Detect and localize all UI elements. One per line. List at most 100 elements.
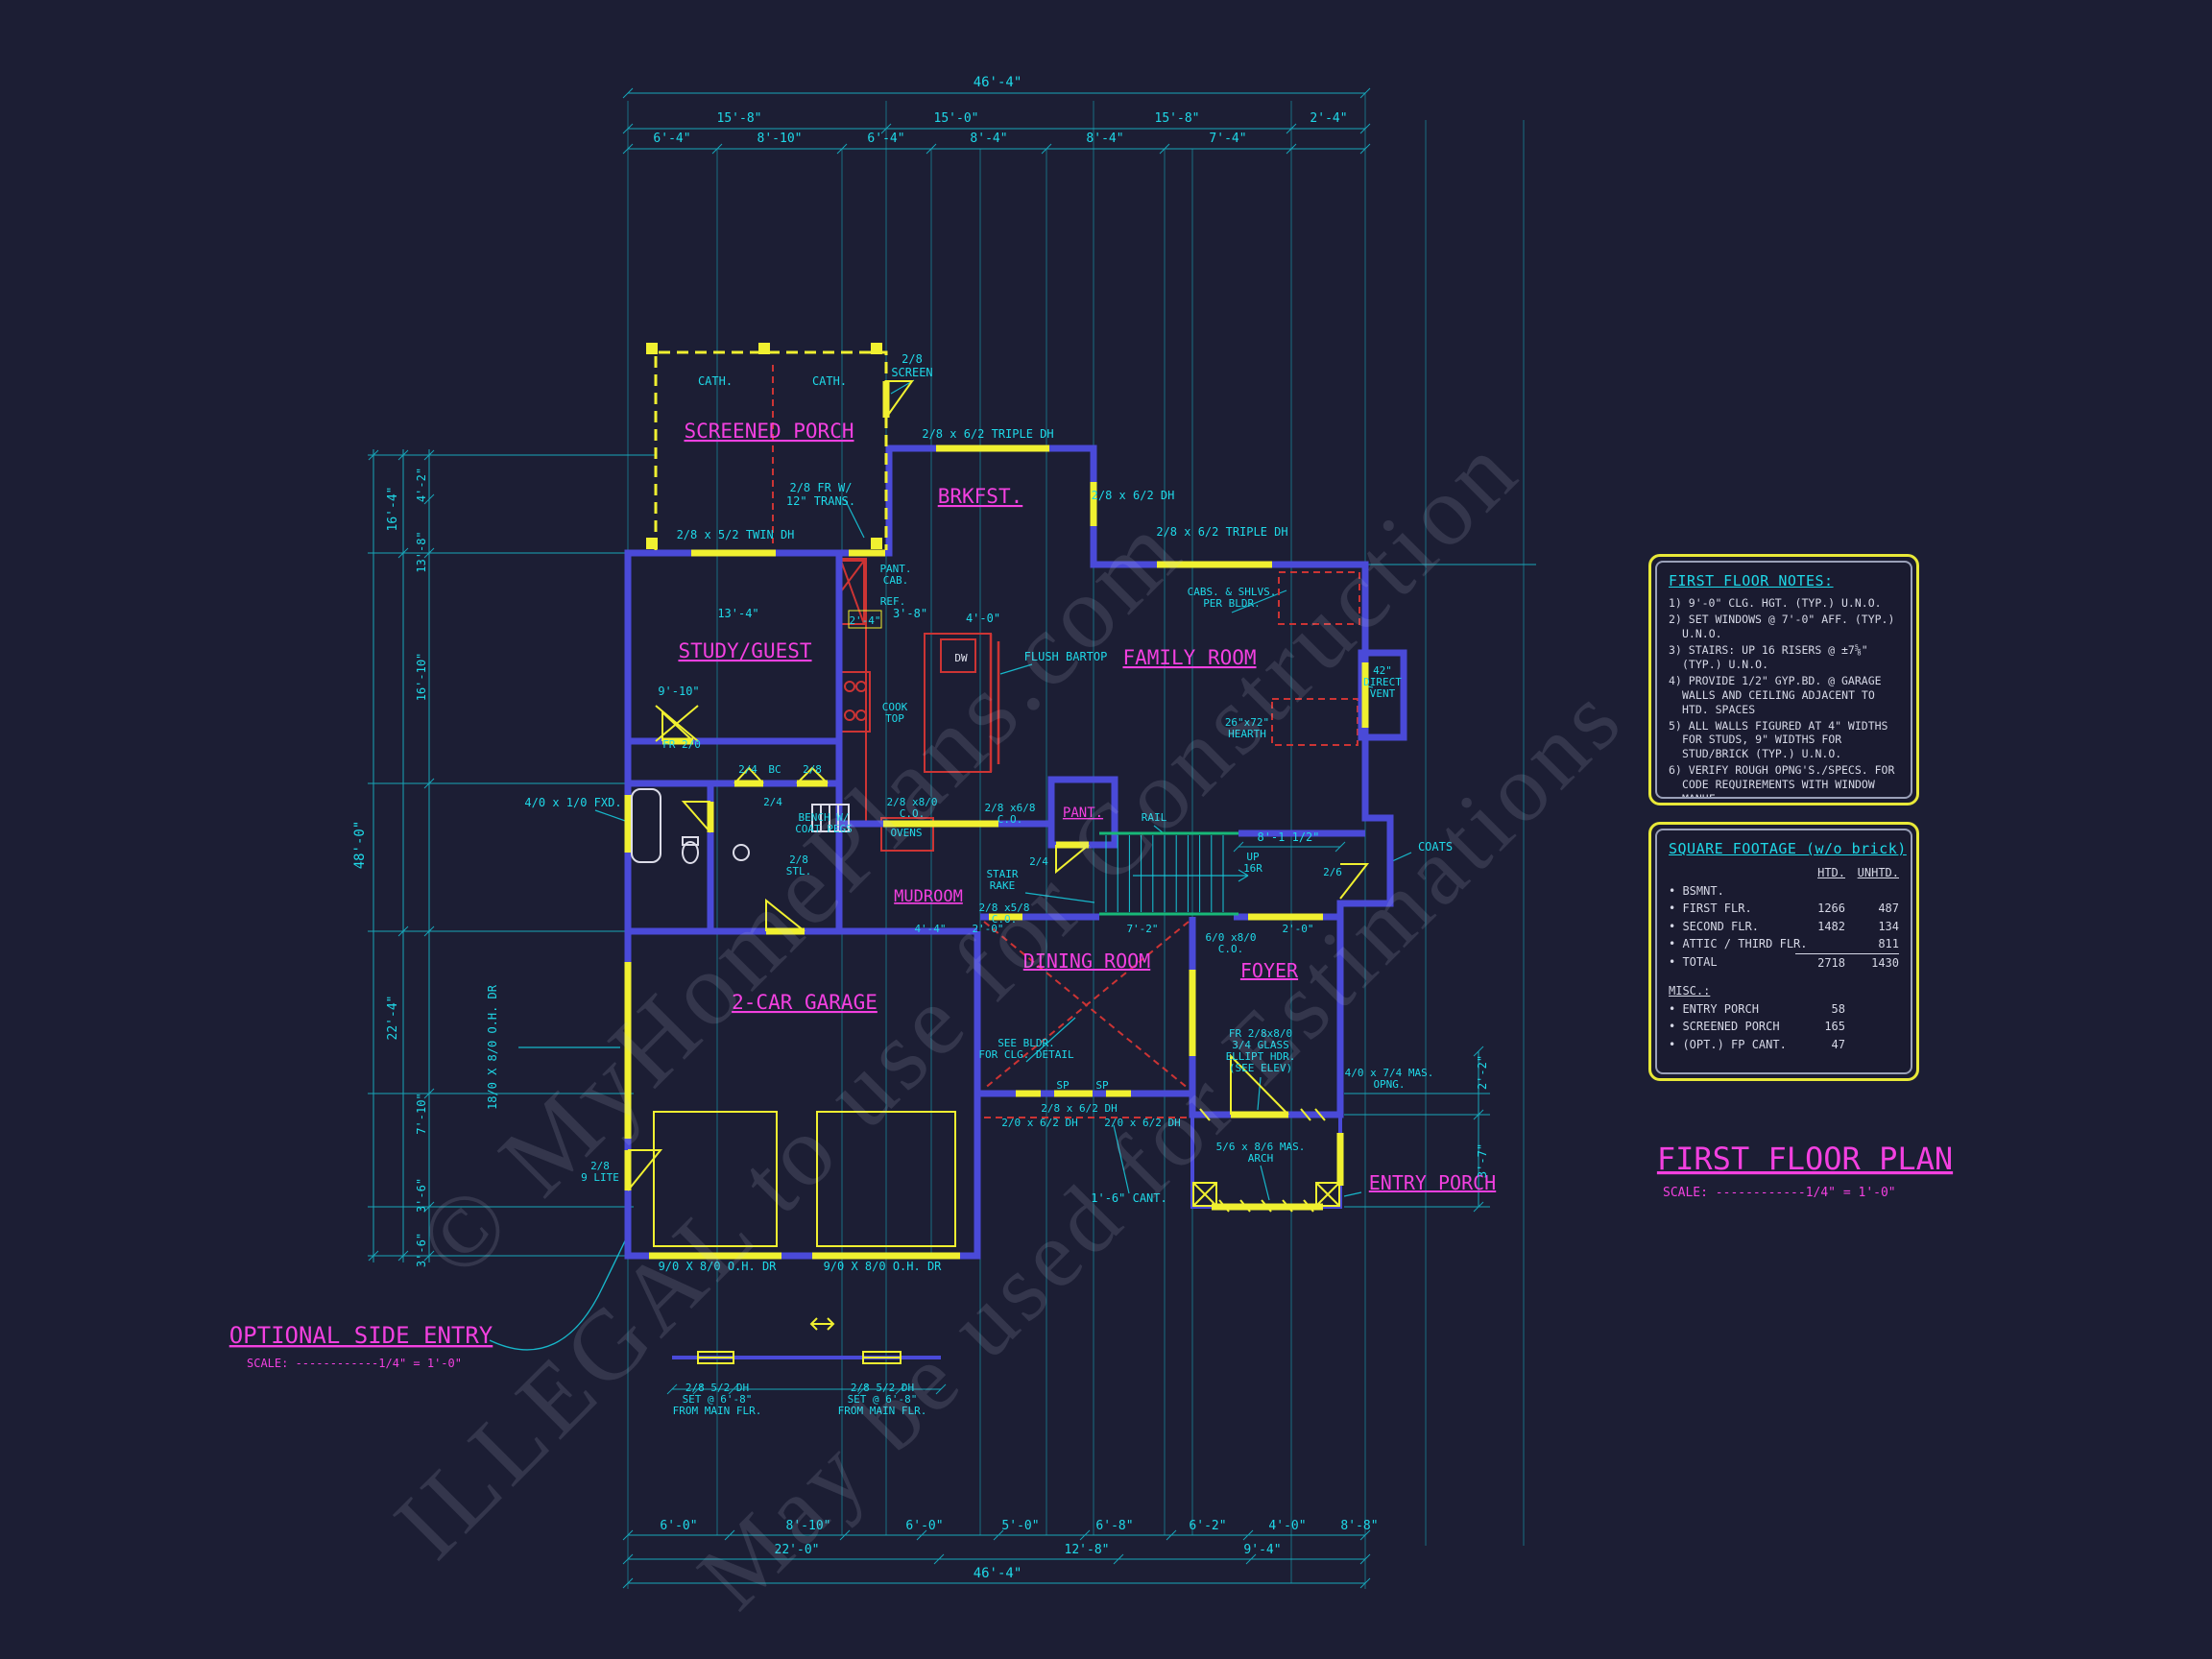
- plan-scale: SCALE: ------------1/4" = 1'-0": [1663, 1186, 1896, 1200]
- plan-label: 15'-8": [717, 111, 762, 126]
- plan-label: 2/8 x 6/2 DH: [1092, 489, 1175, 502]
- room-label-entry-porch: ENTRY PORCH: [1369, 1171, 1496, 1194]
- sqft-row-label: • TOTAL: [1669, 954, 1718, 969]
- note-item: 5) ALL WALLS FIGURED AT 4" WIDTHS FOR ST…: [1669, 718, 1888, 761]
- plan-title: FIRST FLOOR PLAN: [1657, 1141, 1953, 1177]
- note-item: 6) VERIFY ROUGH OPNG'S./SPECS. FOR CODE …: [1669, 763, 1895, 797]
- plan-label: DW: [954, 652, 968, 664]
- plan-label: 2/8 x 6/2 DH: [1041, 1102, 1117, 1115]
- plan-label: 2'-4": [1310, 111, 1347, 126]
- plan-label: 8'-8": [1340, 1519, 1378, 1533]
- stair-rails: [1099, 831, 1238, 916]
- sqft-misc-label: • (OPT.) FP CANT.: [1669, 1037, 1787, 1051]
- sqft-misc-label: • SCREENED PORCH: [1669, 1020, 1780, 1034]
- note-item: 2) SET WINDOWS @ 7'-0" AFF. (TYP.) U.N.O…: [1669, 612, 1895, 640]
- plan-label: 2/8 5/2 DH: [685, 1382, 749, 1394]
- plan-label: 2/8 x6/8: [985, 802, 1036, 814]
- plan-label: 9/0 X 8/0 O.H. DR: [824, 1260, 943, 1273]
- plan-label: RAKE: [990, 879, 1016, 892]
- plan-label: 6'-0": [905, 1519, 943, 1533]
- plan-label: FR 2/8x8/0: [1229, 1027, 1292, 1040]
- porch-posts: [646, 343, 882, 549]
- plan-label: 9'-10": [658, 685, 699, 698]
- plan-label: PANT.: [879, 563, 911, 575]
- plan-label: 2'-0": [1282, 923, 1313, 935]
- room-label-dining-room: DINING ROOM: [1023, 950, 1150, 973]
- plan-label: 16'-4": [386, 487, 400, 532]
- plan-label: SP: [1095, 1079, 1109, 1092]
- plan-label: 13'-4": [717, 607, 758, 620]
- plan-label: 6/0 x8/0: [1206, 931, 1257, 944]
- windows-doors: [624, 343, 1370, 1364]
- room-label-garage: 2-CAR GARAGE: [732, 991, 878, 1014]
- sqft-row-label: • BSMNT.: [1669, 883, 1724, 898]
- detail-title: OPTIONAL SIDE ENTRY: [229, 1322, 493, 1349]
- plan-label: FROM MAIN FLR.: [838, 1405, 927, 1417]
- plan-label: 4/0 x 1/0 FXD.: [524, 796, 621, 809]
- plan-label: CATH.: [698, 374, 733, 388]
- boxed-dim: [848, 610, 882, 629]
- plan-label: UP: [1246, 851, 1260, 863]
- plan-label: 2/8 5/2 DH: [851, 1382, 914, 1394]
- sqft-row-unhtd: [1845, 882, 1899, 901]
- plan-label: 12" TRANS.: [786, 494, 855, 508]
- plan-label: BENCH W/: [799, 811, 850, 824]
- sqft-misc-value: 165: [1824, 1020, 1845, 1034]
- plan-label: TOP: [885, 712, 904, 725]
- sqft-misc-spacer: [1845, 1000, 1899, 1019]
- plan-label: VENT: [1370, 687, 1396, 700]
- sqft-misc-spacer: [1845, 1018, 1899, 1036]
- plan-label: 3'-7": [1476, 1143, 1489, 1178]
- sqft-row-unhtd: 1430: [1845, 952, 1899, 973]
- first-floor-notes-box: FIRST FLOOR NOTES: 1) 9'-0" CLG. HGT. (T…: [1648, 554, 1919, 805]
- plan-label: 8'-4": [1086, 132, 1123, 146]
- plan-label: 46'-4": [974, 1566, 1022, 1581]
- plan-label: OVENS: [890, 827, 922, 839]
- plan-label: 22'-0": [775, 1543, 820, 1557]
- plan-label: 46'-4": [974, 75, 1022, 90]
- plan-label: 18/0 X 8/0 O.H. DR: [486, 984, 499, 1110]
- notes-list: 1) 9'-0" CLG. HGT. (TYP.) U.N.O.2) SET W…: [1669, 596, 1899, 797]
- plan-label: 6'-0": [660, 1519, 697, 1533]
- sqft-misc-label: • ENTRY PORCH: [1669, 1001, 1759, 1016]
- plan-label: 6'-4": [653, 132, 690, 146]
- sqft-row-unhtd: 487: [1878, 902, 1899, 916]
- plan-label: 6'-4": [867, 132, 904, 146]
- sqft-misc-value: 58: [1831, 1001, 1845, 1016]
- plan-label: SCREEN: [891, 366, 932, 379]
- plan-label: 2/8 x5/8: [979, 902, 1030, 914]
- plan-label: 2/8 x 6/2 TRIPLE DH: [922, 427, 1053, 441]
- entry-porch-columns: [1192, 1108, 1340, 1213]
- plan-label: 22'-4": [386, 996, 400, 1041]
- sqft-col-unhtd: UNHTD.: [1857, 866, 1899, 879]
- plan-label: CATH.: [812, 374, 847, 388]
- plan-label: 4'-4": [914, 923, 946, 935]
- plan-label: 15'-8": [1155, 111, 1200, 126]
- plan-label: 9/0 X 8/0 O.H. DR: [659, 1260, 778, 1273]
- screened-porch-wall: [654, 350, 888, 550]
- square-footage-box: SQUARE FOOTAGE (w/o brick) HTD. UNHTD. •…: [1648, 822, 1919, 1081]
- sqft-misc-row: • (OPT.) FP CANT.47: [1669, 1036, 1899, 1054]
- room-label-study-guest: STUDY/GUEST: [678, 639, 811, 662]
- sqft-row-label: • SECOND FLR.: [1669, 919, 1759, 933]
- plan-label: 8'-4": [970, 132, 1007, 146]
- plan-label: 16'-10": [415, 653, 428, 702]
- plan-label: DIRECT: [1363, 676, 1402, 688]
- plan-label: 16R: [1243, 862, 1262, 875]
- plan-label: COATS: [1418, 840, 1453, 854]
- plan-label: 4/0 x 7/4 MAS.: [1345, 1067, 1434, 1079]
- plan-label: 6'-8": [1095, 1519, 1133, 1533]
- plan-label: SET @ 6'-8": [683, 1393, 753, 1406]
- plan-label: 3'-6": [415, 1233, 428, 1267]
- plan-label: BC: [768, 763, 781, 776]
- plan-label: 7'-4": [1209, 132, 1246, 146]
- plan-label: HEARTH: [1228, 728, 1266, 740]
- sqft-row-htd: [1808, 935, 1852, 953]
- plan-label: 2/0 x 6/2 DH: [1104, 1117, 1180, 1129]
- plan-label: FOR CLG. DETAIL: [978, 1048, 1074, 1061]
- plan-label: 2/4: [763, 796, 782, 808]
- sqft-row: • ATTIC / THIRD FLR.811: [1669, 935, 1899, 953]
